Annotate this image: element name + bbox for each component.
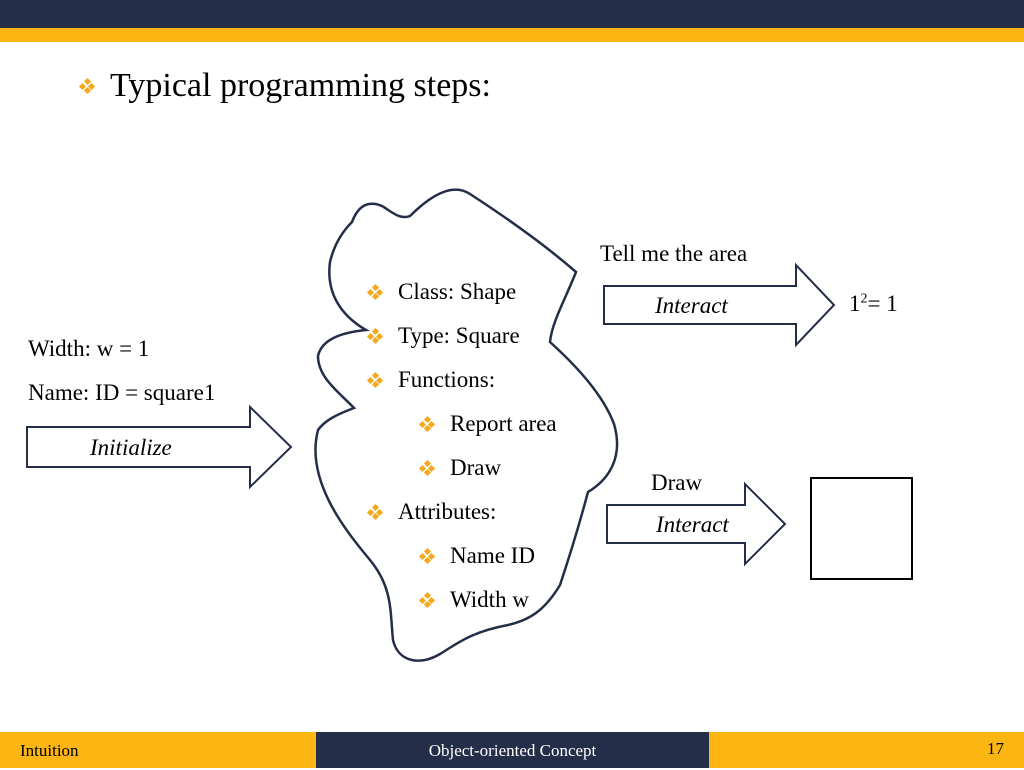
initialize-arrow bbox=[26, 404, 293, 490]
diamond-bullet-icon bbox=[366, 371, 384, 389]
footer-section-left: Intuition bbox=[0, 732, 316, 768]
result-exponent: 2 bbox=[860, 291, 868, 307]
width-label: Width: w = 1 bbox=[28, 336, 150, 361]
page-number: 17 bbox=[987, 739, 1004, 758]
diamond-bullet-icon bbox=[418, 547, 436, 565]
interact-label-draw: Interact bbox=[656, 512, 729, 537]
slide-heading: Typical programming steps: bbox=[110, 67, 491, 104]
list-item-text: Functions: bbox=[398, 367, 496, 392]
diamond-bullet-icon bbox=[418, 459, 436, 477]
list-item-text: Draw bbox=[450, 455, 502, 480]
list-item-text: Width w bbox=[450, 587, 529, 612]
diamond-bullet-icon bbox=[418, 415, 436, 433]
list-item-text: Class: Shape bbox=[398, 279, 517, 304]
initialize-label: Initialize bbox=[90, 435, 172, 460]
top-banner bbox=[0, 0, 1024, 28]
list-item: Width w bbox=[368, 578, 557, 622]
list-item-text: Type: Square bbox=[398, 323, 520, 348]
list-item: Draw bbox=[368, 446, 557, 490]
footer-section-title: Intuition bbox=[20, 741, 79, 760]
diamond-bullet-icon bbox=[366, 503, 384, 521]
area-result: 12= 1 bbox=[849, 290, 898, 318]
diamond-bullet-icon bbox=[366, 327, 384, 345]
diamond-bullet-icon bbox=[366, 283, 384, 301]
diamond-bullet-icon bbox=[418, 591, 436, 609]
footer-bar: Intuition Object-oriented Concept 17 bbox=[0, 732, 1024, 768]
drawn-square bbox=[810, 477, 913, 580]
name-label: Name: ID = square1 bbox=[28, 380, 216, 405]
list-item-text: Name ID bbox=[450, 543, 535, 568]
draw-caption: Draw bbox=[651, 470, 703, 495]
list-item: Name ID bbox=[368, 534, 557, 578]
list-item: Type: Square bbox=[366, 314, 557, 358]
main-bullet: Typical programming steps: bbox=[78, 64, 491, 108]
list-item: Report area bbox=[368, 402, 557, 446]
area-caption: Tell me the area bbox=[600, 241, 748, 266]
list-item: Functions: bbox=[366, 358, 557, 402]
list-item-text: Attributes: bbox=[398, 499, 497, 524]
list-item-text: Report area bbox=[450, 411, 557, 436]
interact-arrow-draw bbox=[606, 481, 787, 567]
interact-arrow-area bbox=[603, 262, 836, 348]
top-accent-stripe bbox=[0, 28, 1024, 42]
result-rest: = 1 bbox=[867, 291, 898, 316]
object-attribute-list: Class: Shape Type: Square Functions: Rep… bbox=[366, 270, 557, 622]
footer-section-right: 17 bbox=[709, 732, 1024, 768]
object-cloud-shape bbox=[314, 188, 619, 662]
list-item: Attributes: bbox=[366, 490, 557, 534]
result-base: 1 bbox=[849, 291, 861, 316]
footer-presentation-title: Object-oriented Concept bbox=[316, 732, 709, 768]
list-item: Class: Shape bbox=[366, 270, 557, 314]
interact-label-area: Interact bbox=[655, 293, 728, 318]
